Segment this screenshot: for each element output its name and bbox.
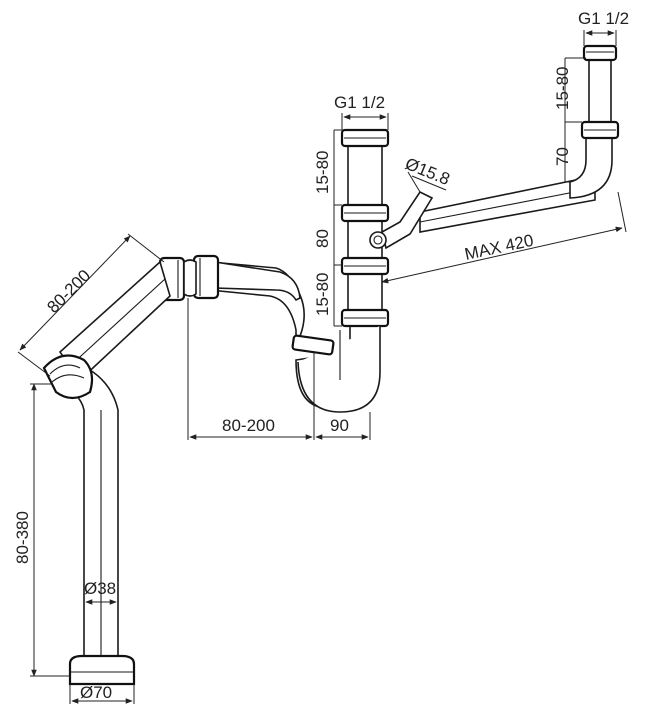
- label-diagonal-length: 80-200: [43, 266, 94, 317]
- label-max-length: MAX 420: [463, 231, 535, 264]
- dimension-lines: [17, 30, 627, 704]
- label-side-inlet-diameter: Ø15.8: [403, 154, 453, 189]
- label-horizontal-length: 80-200: [222, 416, 275, 435]
- left-vertical-pipe: [42, 354, 136, 686]
- label-base-diameter: Ø70: [80, 683, 112, 702]
- label-trap-width: 90: [330, 416, 349, 435]
- label-right-elbow-length: 70: [553, 147, 572, 166]
- label-center-top-length: 15-80: [313, 151, 332, 194]
- right-pipe-assembly: [419, 44, 620, 233]
- label-top-center-thread: G1 1/2: [334, 93, 385, 112]
- label-center-low-length: 15-80: [313, 273, 332, 316]
- label-top-right-thread: G1 1/2: [578, 9, 629, 28]
- label-center-mid-length: 80: [313, 229, 332, 248]
- label-vertical-length: 80-380: [13, 511, 32, 564]
- label-right-top-length: 15-80: [553, 67, 572, 110]
- label-pipe-diameter: Ø38: [84, 579, 116, 598]
- left-horizontal-arm: [158, 254, 301, 302]
